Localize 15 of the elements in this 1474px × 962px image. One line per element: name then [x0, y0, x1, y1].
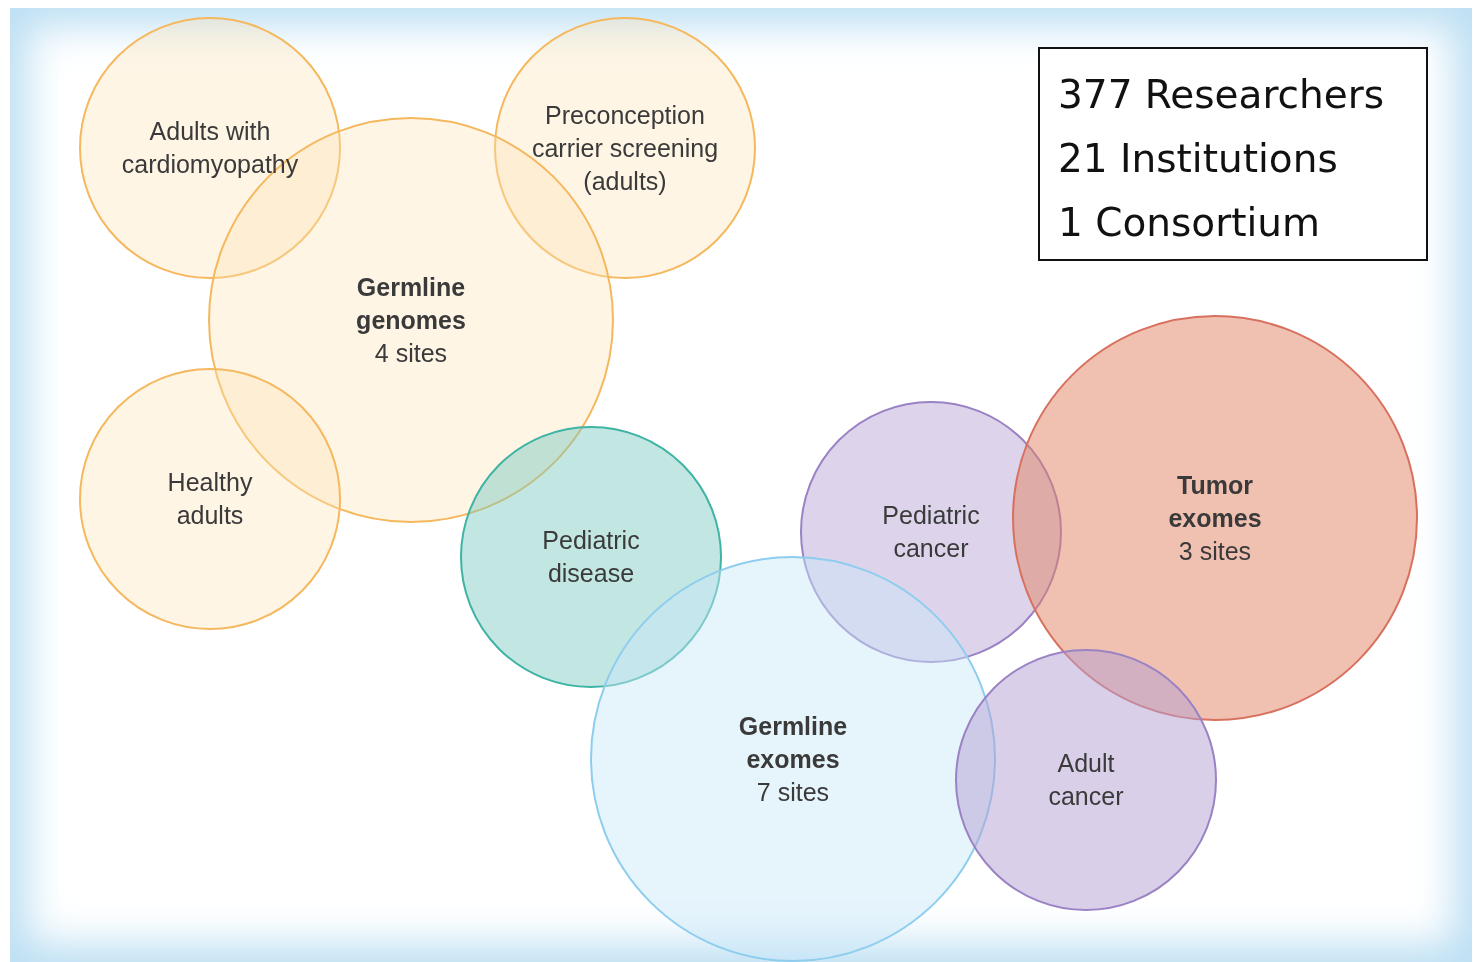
circle-label: Adult cancer — [1047, 748, 1125, 812]
circle-label: 7 sites — [756, 776, 830, 808]
stat-text: 377 Researchers — [1058, 71, 1386, 119]
circle-label: Pediatric disease — [541, 525, 641, 589]
circle-label: 3 sites — [1178, 535, 1252, 567]
circle-label: 4 sites — [374, 337, 448, 369]
circle-label: Preconception carrier screening (adults) — [530, 99, 720, 197]
circle-heading: Germline genomes — [355, 271, 467, 336]
circle-label: Healthy adults — [166, 467, 254, 531]
circle-heading: Tumor exomes — [1167, 469, 1263, 534]
circle-heading: Germline exomes — [737, 710, 849, 775]
stats-box — [1038, 47, 1428, 261]
stat-text: 1 Consortium — [1058, 199, 1322, 247]
stat-text: 21 Institutions — [1058, 135, 1339, 183]
circle-label: Pediatric cancer — [881, 500, 981, 564]
